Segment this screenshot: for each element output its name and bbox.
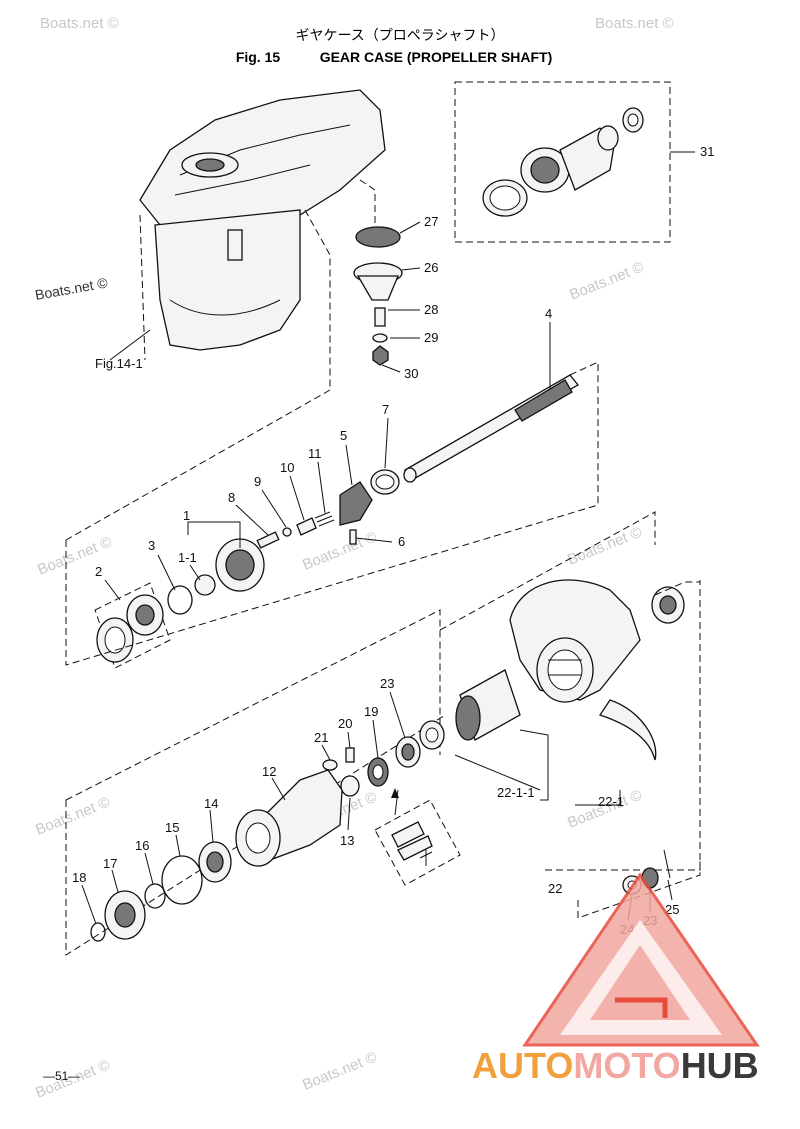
watermark-6: Boats.net © [300, 528, 379, 573]
title-japanese: ギヤケース（プロペラシャフト） [295, 28, 504, 44]
automotohub-logo [522, 872, 760, 1047]
clutch-parts [339, 469, 400, 545]
callout-23: 23 [380, 676, 394, 691]
callout-11: 11 [308, 446, 322, 461]
shift-plunger-parts [256, 511, 335, 549]
brand-moto: MOTO [573, 1045, 680, 1086]
watermark-7: Boats.net © [565, 523, 644, 568]
shaft-hub-parts [322, 720, 445, 797]
callout-6: 6 [398, 534, 405, 549]
page-number: —51— [43, 1069, 80, 1083]
brand-auto: AUTO [472, 1045, 573, 1086]
callout-31: 31 [700, 144, 714, 159]
service-tool-inset [374, 788, 461, 886]
cam-assembly [353, 179, 403, 366]
callout-26: 26 [424, 260, 438, 275]
callout-5: 5 [340, 428, 347, 443]
callout-16: 16 [135, 838, 149, 853]
callout-29: 29 [424, 330, 438, 345]
callout-12: 12 [262, 764, 276, 779]
callout-9: 9 [254, 474, 261, 489]
watermark-8: Boats.net © [33, 793, 112, 838]
bearing-housing [235, 769, 343, 867]
figure-number: Fig. 15 [236, 49, 281, 65]
watermark-12: Boats.net © [300, 1048, 379, 1093]
callout-8: 8 [228, 490, 235, 505]
callout-22-1-1: 22-1-1 [497, 785, 535, 800]
watermark-4: Boats.net © [567, 258, 646, 303]
watermark-1: Boats.net © [40, 15, 119, 32]
callout-20: 20 [338, 716, 352, 731]
callout-22: 22 [548, 881, 562, 896]
figure-reference-label: Fig.14-1 [95, 356, 143, 371]
callout-30: 30 [404, 366, 418, 381]
brand-hub: HUB [681, 1045, 759, 1086]
callout-25: 25 [665, 902, 679, 917]
propeller [439, 511, 701, 871]
gear-case-housing [65, 89, 386, 541]
reverse-gear-group [90, 841, 232, 942]
callout-22-1: 22-1 [598, 794, 624, 809]
callout-18: 18 [72, 870, 86, 885]
callout-10: 10 [280, 460, 294, 475]
part-31-group [454, 81, 671, 243]
callout-4: 4 [545, 306, 552, 321]
callout-1: 1 [183, 508, 190, 523]
callout-15: 15 [165, 820, 179, 835]
watermark-strong: Boats.net © [34, 274, 110, 303]
callout-14: 14 [204, 796, 218, 811]
brand-wordmark: AUTOMOTOHUB [472, 1045, 759, 1086]
callout-27: 27 [424, 214, 438, 229]
watermark-5: Boats.net © [35, 533, 114, 578]
callout-19: 19 [364, 704, 378, 719]
callout-21: 21 [314, 730, 328, 745]
callout-28: 28 [424, 302, 438, 317]
propeller-shaft [403, 374, 579, 483]
callout-3: 3 [148, 538, 155, 553]
callout-1-1: 1-1 [178, 550, 197, 565]
figure-title: GEAR CASE (PROPELLER SHAFT) [320, 49, 553, 65]
forward-gear-group [94, 538, 265, 669]
callout-13: 13 [340, 833, 354, 848]
rubber-bushing [455, 669, 521, 741]
watermark-2: Boats.net © [595, 15, 674, 32]
callout-2: 2 [95, 564, 102, 579]
callout-7: 7 [382, 402, 389, 417]
callout-17: 17 [103, 856, 117, 871]
